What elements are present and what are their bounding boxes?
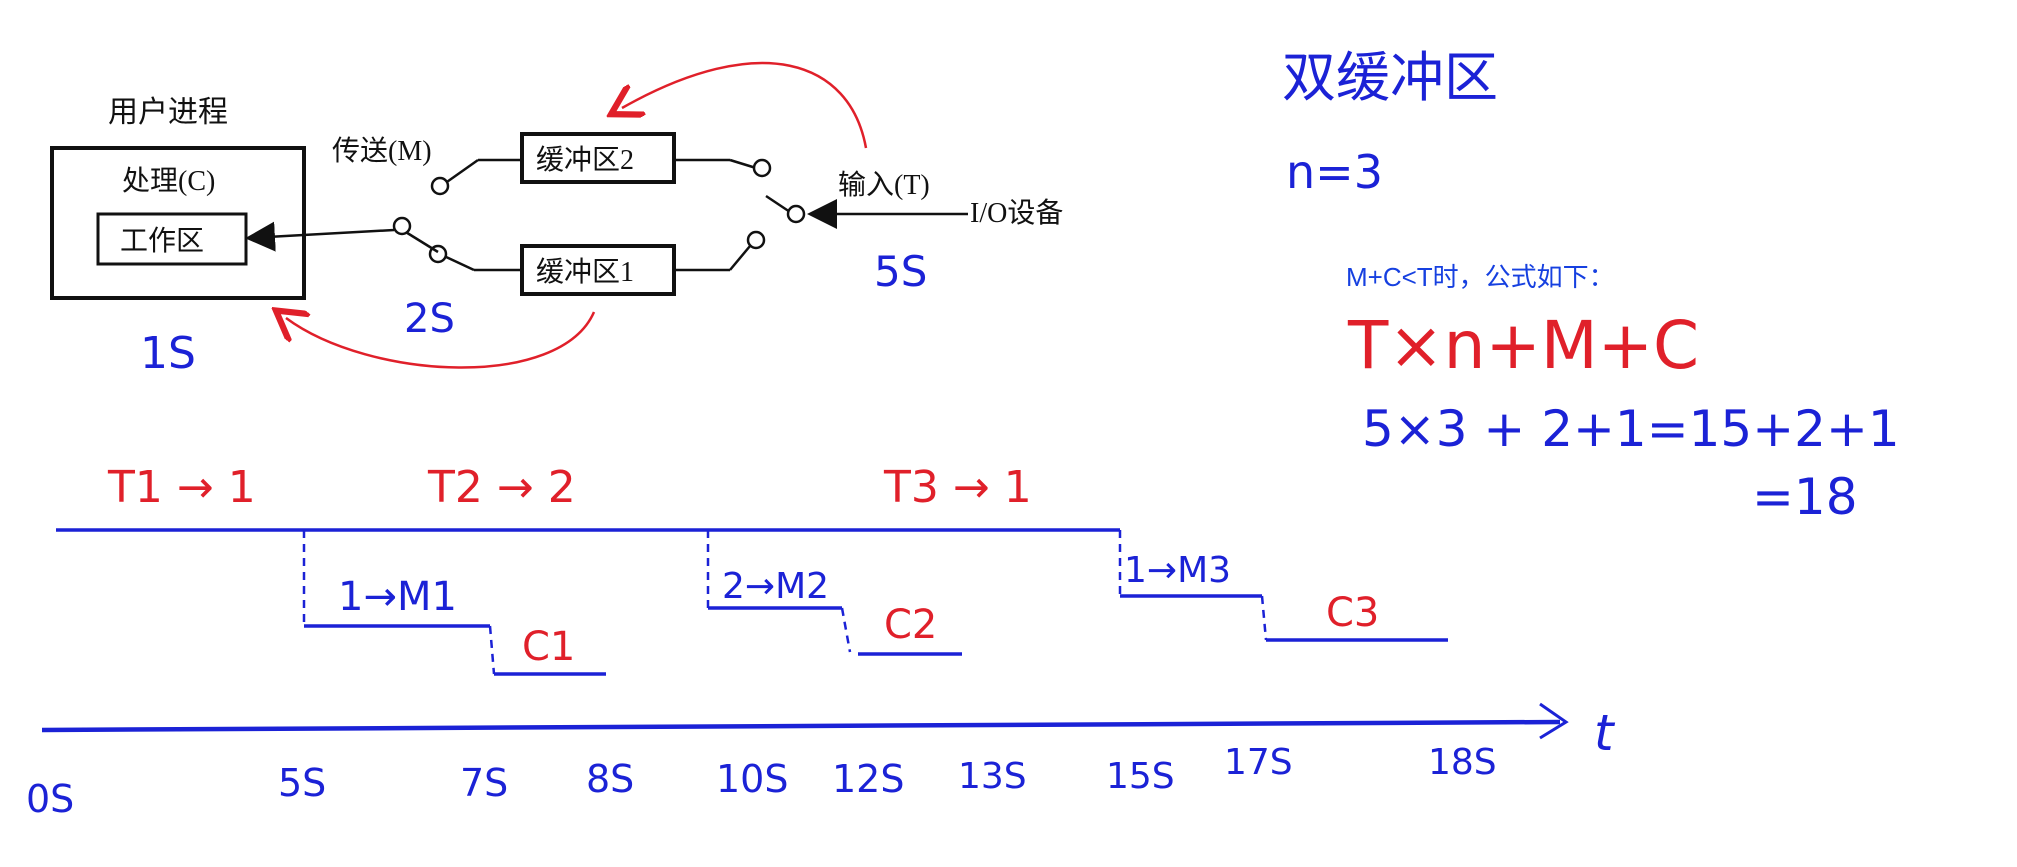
input-label-1: T1 → 1 (107, 462, 256, 513)
heading-note: 双缓冲区 (1282, 46, 1498, 109)
red-arrow-to-process (286, 312, 596, 369)
tick-8s: 8S (586, 757, 634, 801)
tick-7s: 7S (460, 761, 508, 805)
process-label-2: C2 (884, 602, 937, 648)
formula-main: T×n+M+C (1347, 307, 1699, 384)
process-label: 处理(C) (122, 165, 215, 197)
input-label-2: T2 → 2 (427, 462, 576, 513)
step-down-3 (1260, 595, 1268, 641)
to-work-area-arrow (245, 221, 395, 252)
formula-condition: M+C<T时，公式如下： (1346, 262, 1615, 292)
transfer-switch (392, 158, 522, 272)
process-label-1: C1 (522, 624, 575, 670)
input-label: 输入(T) (838, 169, 930, 201)
input-label-3: T3 → 1 (883, 462, 1032, 513)
t-time-note: 5S (874, 247, 927, 296)
timeline: T1 → 1 T2 → 2 T3 → 1 1→M1 2→M2 1→M3 C1 C… (26, 462, 1616, 821)
tick-12s: 12S (832, 757, 904, 801)
step-down-2 (840, 607, 852, 653)
process-box (50, 146, 306, 300)
red-arrow-to-buffer-2 (622, 61, 868, 149)
input-switch (674, 158, 806, 272)
buffer-1-label: 缓冲区1 (536, 256, 634, 288)
n-value-note: n=3 (1286, 145, 1383, 199)
step-down-1 (488, 625, 496, 675)
calc-line-1: 5×3 + 2+1=15+2+1 (1362, 400, 1900, 458)
work-area-label: 工作区 (120, 225, 204, 257)
transfer-label-3: 1→M3 (1124, 550, 1231, 591)
tick-5s: 5S (278, 761, 326, 805)
transfer-label-1: 1→M1 (338, 574, 457, 620)
tick-13s: 13S (958, 756, 1027, 797)
axis-label: t (1594, 704, 1616, 762)
process-label-3: C3 (1326, 590, 1379, 636)
double-buffer-diagram: 用户进程 处理(C) 工作区 缓冲区2 缓冲区1 传送(M) (50, 96, 1063, 300)
transfer-label: 传送(M) (332, 135, 432, 167)
c-time-note: 1S (140, 328, 196, 379)
buffer-2-box (520, 132, 676, 184)
time-axis-arrowhead (1539, 702, 1569, 740)
io-device-label: I/O设备 (970, 197, 1063, 229)
tick-10s: 10S (716, 757, 788, 801)
transfer-label-2: 2→M2 (722, 566, 829, 607)
calc-line-2: =18 (1752, 468, 1858, 526)
time-axis (41, 719, 1561, 733)
user-process-title: 用户进程 (108, 96, 228, 129)
buffer-2-label: 缓冲区2 (536, 144, 634, 176)
m-time-note: 2S (404, 296, 455, 342)
tick-17s: 17S (1224, 742, 1293, 783)
tick-15s: 15S (1106, 756, 1175, 797)
tick-0s: 0S (26, 777, 74, 821)
tick-18s: 18S (1428, 742, 1497, 783)
